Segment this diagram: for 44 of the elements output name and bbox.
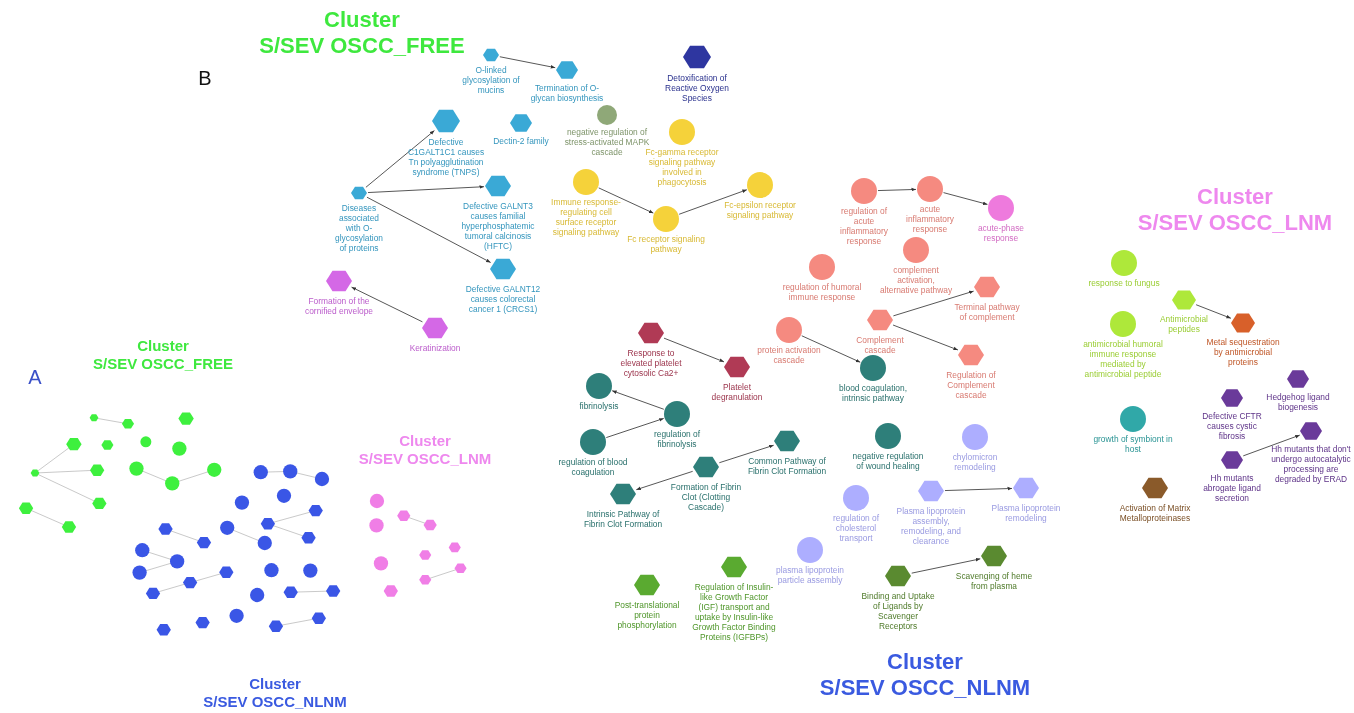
term-node: regulation of acute inflammatory response: [832, 178, 896, 247]
term-node: blood coagulation, intrinsic pathway: [833, 355, 913, 404]
term-node: chylomicron remodeling: [945, 424, 1005, 473]
pathway-node: Termination of O-glycan biosynthesis: [527, 59, 607, 104]
pathway-node: Hh mutants that don't undergo autocatalytic processing are degraded by ERAD: [1270, 420, 1352, 485]
term-node: Fc-epsilon receptor signaling pathway: [715, 172, 805, 221]
term-node: acute-phase response: [966, 195, 1036, 244]
panel-letter: A: [28, 365, 42, 389]
pathway-node: Formation of the cornified envelope: [294, 268, 384, 317]
term-node: regulation of cholesterol transport: [821, 485, 891, 544]
term-node: acute inflammatory response: [899, 176, 961, 235]
cluster-title: Cluster S/SEV OSCC_LNM: [358, 432, 492, 468]
pathway-node: Formation of Fibrin Clot (Clotting Cascade): [666, 454, 746, 513]
pathway-node: Plasma lipoprotein remodeling: [986, 475, 1066, 524]
term-node: regulation of blood coagulation: [553, 429, 633, 478]
cluster-title: Cluster S/SEV OSCC_NLNM: [819, 648, 1031, 702]
cluster-title: Cluster S/SEV OSCC_FREE: [259, 6, 465, 60]
pathway-node: Activation of Matrix Metalloproteinases: [1115, 475, 1195, 524]
pathway-node: Binding and Uptake of Ligands by Scavenger Receptors: [860, 563, 936, 632]
term-node: Immune response-regulating cell surface receptor signaling pathway: [547, 169, 625, 238]
pathway-node: Defective GALNT12 causes colorectal cancer 1 (CRCS1): [463, 256, 543, 315]
pathway-node: Response to elevated platelet cytosolic Ca2+: [611, 320, 691, 379]
pathway-node: Diseases associated with O-glycosylation of proteins: [331, 185, 387, 254]
term-node: response to fungus: [1084, 250, 1164, 289]
pathway-node: Keratinization: [395, 315, 475, 354]
term-node: Fc receptor signaling pathway: [626, 206, 706, 255]
term-node: negative regulation of wound healing: [848, 423, 928, 472]
term-node: regulation of fibrinolysis: [642, 401, 712, 450]
pathway-node: Detoxification of Reactive Oxygen Species: [652, 43, 742, 104]
pathway-node: Common Pathway of Fibrin Clot Formation: [747, 428, 827, 477]
pathway-node: Complement cascade: [850, 307, 910, 356]
pathway-node: Regulation of Complement cascade: [936, 342, 1006, 401]
cluster-title: Cluster S/SEV OSCC_NLNM: [203, 675, 347, 711]
panel-letter: B: [198, 66, 212, 90]
term-node: regulation of humoral immune response: [782, 254, 862, 303]
cluster-title: Cluster S/SEV OSCC_FREE: [92, 337, 233, 373]
cluster-title: Cluster S/SEV OSCC_LNM: [1137, 183, 1333, 237]
pathway-node: Post-translational protein phosphorylation: [609, 572, 685, 631]
pathway-node: Hh mutants abrogate ligand secretion: [1197, 449, 1267, 504]
pathway-node: Antimicrobial peptides: [1154, 288, 1214, 335]
pathway-node: Intrinsic Pathway of Fibrin Clot Formation: [583, 481, 663, 530]
pathway-node: Terminal pathway of complement: [952, 274, 1022, 323]
term-node: growth of symbiont in host: [1093, 406, 1173, 455]
pathway-node: Regulation of Insulin-like Growth Factor (IGF) transport and uptake by Insulin-like Growth Factor Binding Proteins (IGFBPs): [691, 554, 777, 643]
